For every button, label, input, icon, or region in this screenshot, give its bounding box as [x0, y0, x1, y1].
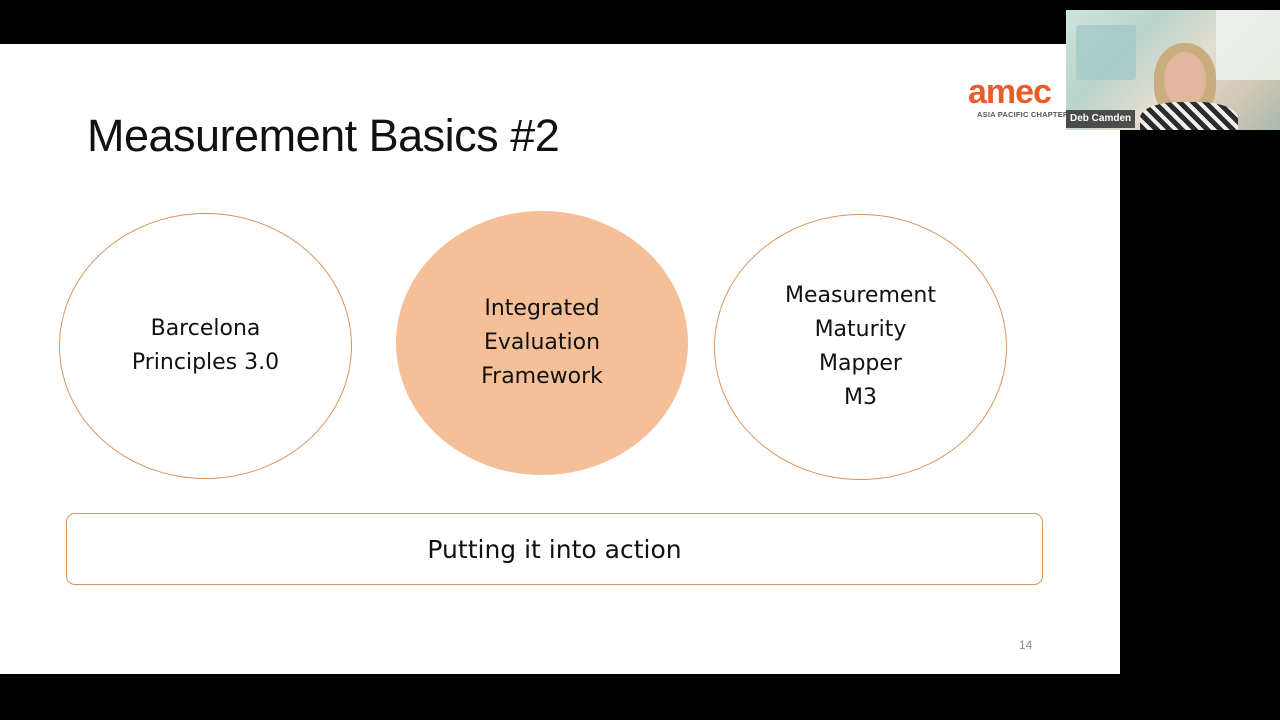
amec-logo: amec ASIA PACIFIC CHAPTER — [966, 74, 1076, 124]
participant-video-tile[interactable]: Deb Camden — [1066, 10, 1280, 130]
circle-label: Integrated Evaluation Framework — [481, 296, 603, 389]
circle-measurement-maturity-mapper: Measurement Maturity Mapper M3 — [714, 214, 1007, 480]
action-banner: Putting it into action — [66, 513, 1043, 585]
logo-subtitle: ASIA PACIFIC CHAPTER — [977, 110, 1069, 119]
logo-wordmark: amec — [968, 73, 1052, 111]
slide-title: Measurement Basics #2 — [87, 110, 560, 161]
background-window — [1216, 10, 1280, 80]
circle-integrated-evaluation-framework: Integrated Evaluation Framework — [396, 211, 688, 475]
circle-label: Measurement Maturity Mapper M3 — [784, 283, 937, 410]
circle-barcelona-principles: Barcelona Principles 3.0 — [59, 213, 352, 479]
participant-body — [1140, 102, 1238, 130]
participant-name-tag: Deb Camden — [1066, 110, 1136, 128]
circle-label: Barcelona Principles 3.0 — [131, 316, 280, 375]
background-wall-art — [1076, 25, 1136, 80]
participant-face — [1164, 52, 1206, 106]
action-banner-label: Putting it into action — [427, 534, 682, 564]
presentation-slide: Measurement Basics #2 amec ASIA PACIFIC … — [0, 44, 1120, 674]
slide-page-number: 14 — [1019, 638, 1033, 652]
